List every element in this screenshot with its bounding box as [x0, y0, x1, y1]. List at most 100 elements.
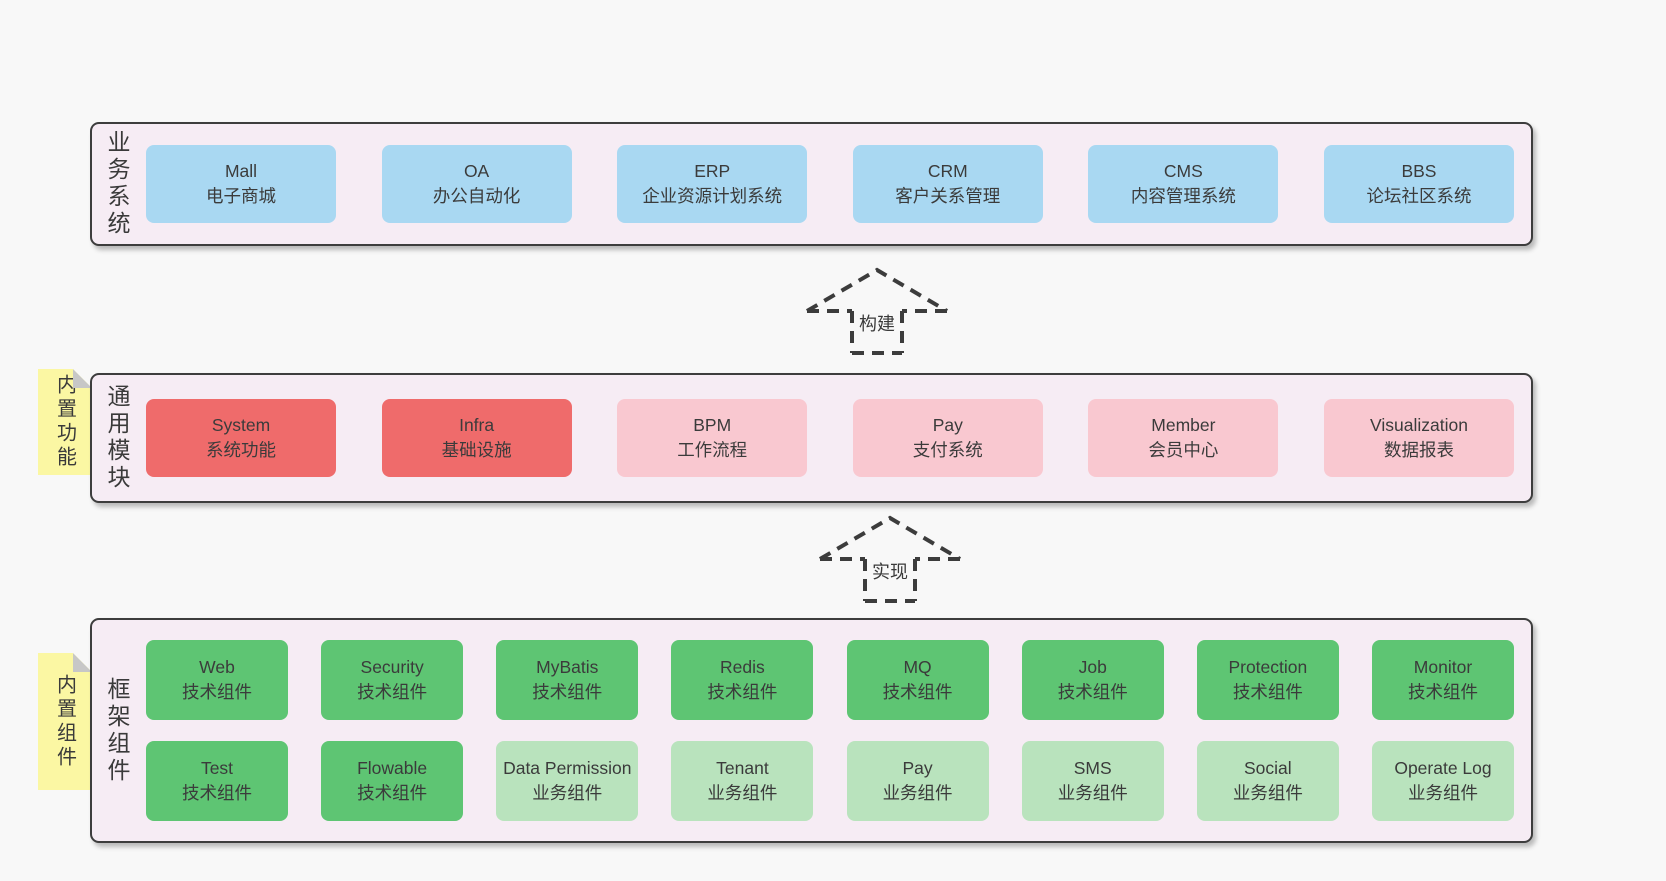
box-test: Test 技术组件 [146, 741, 288, 821]
box-desc: 内容管理系统 [1130, 186, 1236, 206]
arrow-label: 实现 [869, 558, 911, 584]
box-name: Test [200, 757, 234, 778]
box-name: Infra [459, 414, 495, 435]
box-name: BPM [693, 414, 732, 435]
box-desc: 技术组件 [357, 783, 428, 803]
box-desc: 电子商城 [206, 186, 276, 206]
box-mybatis: MyBatis 技术组件 [496, 640, 639, 720]
box-name: Operate Log [1394, 757, 1492, 778]
box-pay: Pay 支付系统 [852, 399, 1043, 477]
sticky-note-label: 内置功能 [53, 374, 76, 470]
box-desc: 技术组件 [357, 682, 428, 702]
box-name: System [211, 414, 271, 435]
sticky-note-label: 内置组件 [53, 673, 76, 770]
box-name: Pay [932, 414, 963, 435]
box-desc: 支付系统 [912, 440, 983, 460]
box-name: Monitor [1413, 656, 1473, 677]
box-desc: 技术组件 [1232, 682, 1303, 702]
box-name: Protection [1228, 656, 1308, 677]
box-desc: 会员中心 [1148, 440, 1219, 460]
box-name: Visualization [1370, 414, 1468, 435]
business-boxes: Mall 电子商城 OA 办公自动化 ERP 企业资源计划系统 CRM 客户关系… [134, 124, 1531, 244]
module-boxes: System 系统功能 Infra 基础设施 BPM 工作流程 Pay 支付系统… [134, 375, 1531, 501]
box-name: MQ [903, 656, 932, 677]
box-desc: 业务组件 [1057, 783, 1128, 803]
dashed-up-arrow-icon [805, 267, 949, 355]
sticky-note-builtin-features: 内置功能 [38, 369, 92, 475]
box-redis: Redis 技术组件 [671, 640, 814, 720]
box-desc: 基础设施 [441, 440, 512, 460]
box-desc: 系统功能 [206, 440, 276, 460]
box-mq: MQ 技术组件 [846, 640, 989, 720]
box-crm: CRM 客户关系管理 [852, 145, 1043, 223]
box-desc: 业务组件 [1407, 783, 1478, 803]
box-name: Mall [224, 160, 258, 181]
box-desc: 业务组件 [882, 783, 953, 803]
box-desc: 技术组件 [532, 682, 603, 702]
box-data-permission: Data Permission 业务组件 [496, 741, 639, 821]
box-name: Member [1151, 414, 1216, 435]
box-desc: 业务组件 [1232, 783, 1303, 803]
box-member: Member 会员中心 [1088, 399, 1279, 477]
box-name: ERP [694, 160, 731, 181]
box-desc: 工作流程 [677, 440, 748, 460]
box-name: BBS [1401, 160, 1437, 181]
component-boxes: Web 技术组件 Security 技术组件 MyBatis 技术组件 Redi… [134, 620, 1531, 841]
box-desc: 技术组件 [182, 783, 252, 803]
box-mall: Mall 电子商城 [146, 145, 336, 223]
box-name: MyBatis [536, 656, 599, 677]
box-name: Redis [720, 656, 765, 677]
box-system: System 系统功能 [146, 399, 336, 477]
box-name: Data Permission [503, 757, 632, 778]
layer-label: 业务系统 [104, 130, 130, 238]
box-flowable: Flowable 技术组件 [321, 741, 464, 821]
arrow-build: 构建 [802, 266, 952, 358]
box-pay-biz: Pay 业务组件 [846, 741, 989, 821]
box-name: Tenant [716, 757, 769, 778]
box-desc: 数据报表 [1383, 440, 1454, 460]
layer-label: 框架组件 [104, 676, 130, 785]
box-name: CRM [927, 160, 968, 181]
dashed-up-arrow-icon [818, 515, 962, 603]
box-name: Flowable [357, 757, 428, 778]
box-desc: 论坛社区系统 [1366, 186, 1472, 206]
sticky-note-builtin-components: 内置组件 [38, 653, 92, 790]
box-name: CMS [1163, 160, 1203, 181]
box-operate-log: Operate Log 业务组件 [1371, 741, 1514, 821]
layer-framework-components: 框架组件 Web 技术组件 Security 技术组件 MyBatis 技术组件… [90, 618, 1533, 843]
box-desc: 技术组件 [707, 682, 778, 702]
box-security: Security 技术组件 [321, 640, 464, 720]
box-monitor: Monitor 技术组件 [1371, 640, 1514, 720]
box-sms: SMS 业务组件 [1021, 741, 1164, 821]
box-social: Social 业务组件 [1196, 741, 1339, 821]
box-bbs: BBS 论坛社区系统 [1323, 145, 1514, 223]
box-name: Web [199, 656, 235, 677]
box-name: Pay [902, 757, 933, 778]
box-infra: Infra 基础设施 [381, 399, 572, 477]
box-job: Job 技术组件 [1021, 640, 1164, 720]
box-oa: OA 办公自动化 [381, 145, 572, 223]
box-name: SMS [1073, 757, 1112, 778]
box-name: Job [1078, 656, 1107, 677]
box-cms: CMS 内容管理系统 [1088, 145, 1279, 223]
box-desc: 业务组件 [707, 783, 778, 803]
arrow-implement: 实现 [815, 514, 965, 606]
box-web: Web 技术组件 [146, 640, 288, 720]
box-name: Social [1244, 757, 1292, 778]
box-desc: 企业资源计划系统 [642, 186, 783, 206]
layer-business-systems: 业务系统 Mall 电子商城 OA 办公自动化 ERP 企业资源计划系统 CRM… [90, 122, 1533, 246]
box-name: OA [463, 160, 490, 181]
layer-common-modules: 通用模块 System 系统功能 Infra 基础设施 BPM 工作流程 Pay… [90, 373, 1533, 503]
box-desc: 技术组件 [182, 682, 252, 702]
box-visualization: Visualization 数据报表 [1323, 399, 1514, 477]
box-desc: 客户关系管理 [895, 186, 1001, 206]
box-name: Security [360, 656, 424, 677]
box-protection: Protection 技术组件 [1196, 640, 1339, 720]
layer-label: 通用模块 [104, 384, 130, 492]
arrow-label: 构建 [856, 310, 898, 336]
box-desc: 技术组件 [1057, 682, 1128, 702]
box-bpm: BPM 工作流程 [617, 399, 808, 477]
box-desc: 业务组件 [532, 783, 603, 803]
box-tenant: Tenant 业务组件 [671, 741, 814, 821]
